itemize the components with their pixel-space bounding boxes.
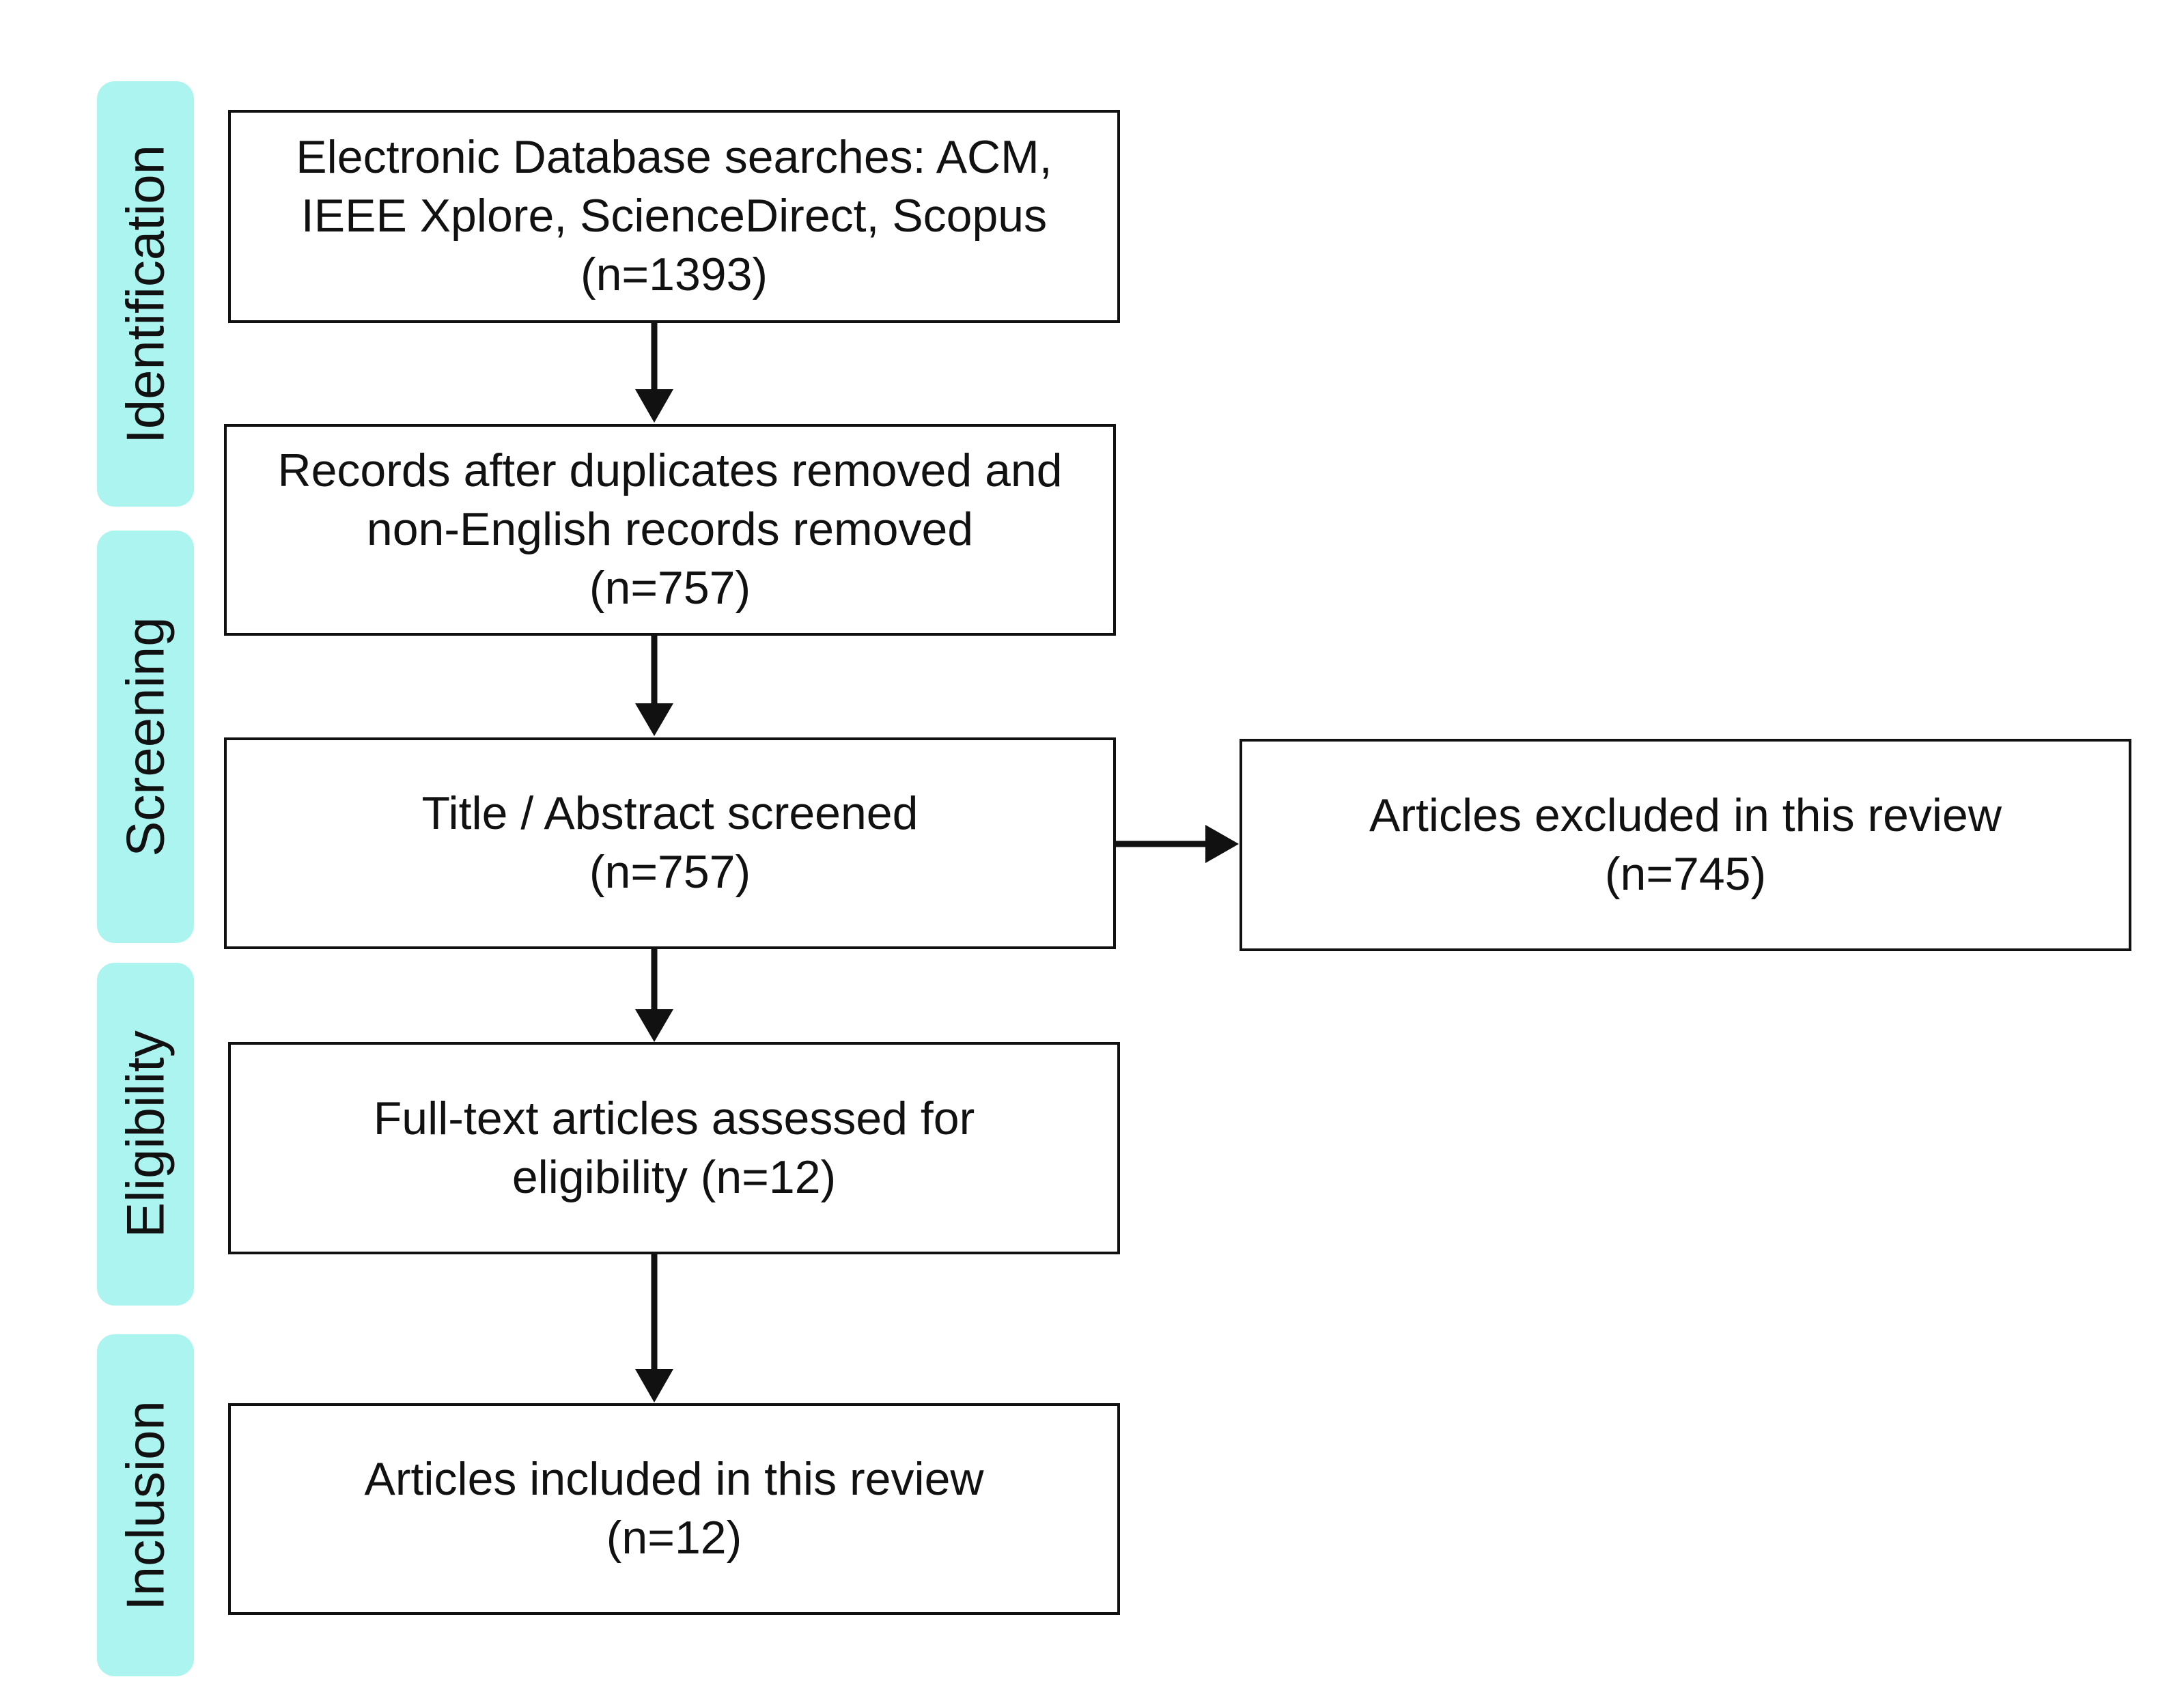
title-abstract-screened-line-1: Title / Abstract screened xyxy=(421,787,919,840)
full-text-assessed-line-1: Full-text articles assessed for xyxy=(373,1092,975,1144)
articles-excluded-box: Articles excluded in this review (n=745) xyxy=(1240,739,2131,951)
arrow-screen-to-fulltext-head xyxy=(635,1009,673,1042)
articles-included-line-1: Articles included in this review xyxy=(364,1453,984,1506)
phase-screening: Screening xyxy=(97,531,194,943)
title-abstract-screened-box: Title / Abstract screened (n=757) xyxy=(224,737,1116,949)
arrow-dedup-to-screen-head xyxy=(635,703,673,736)
articles-excluded-count: (n=745) xyxy=(1604,847,1767,900)
arrow-search-to-dedup-head xyxy=(635,389,673,423)
phase-eligibility: Eligibility xyxy=(97,963,194,1306)
articles-included-count: (n=12) xyxy=(606,1512,742,1564)
articles-included-box: Articles included in this review (n=12) xyxy=(228,1403,1120,1615)
articles-excluded-line-1: Articles excluded in this review xyxy=(1369,789,2002,841)
database-search-box: Electronic Database searches: ACM, IEEE … xyxy=(228,110,1120,323)
phase-inclusion: Inclusion xyxy=(97,1334,194,1676)
title-abstract-screened-count: (n=757) xyxy=(589,846,751,898)
duplicates-removed-line-1: Records after duplicates removed and xyxy=(277,445,1063,497)
duplicates-removed-line-2: non-English records removed xyxy=(366,503,974,556)
full-text-assessed-box: Full-text articles assessed for eligibil… xyxy=(228,1042,1120,1254)
full-text-assessed-line-2: eligibility (n=12) xyxy=(512,1151,837,1203)
phase-identification: Identification xyxy=(97,81,194,507)
duplicates-removed-box: Records after duplicates removed and non… xyxy=(224,424,1116,636)
database-search-line-1: Electronic Database searches: ACM, xyxy=(296,131,1052,184)
database-search-line-2: IEEE Xplore, ScienceDirect, Scopus xyxy=(300,190,1048,242)
arrow-screen-to-excluded-head xyxy=(1205,825,1239,863)
duplicates-removed-count: (n=757) xyxy=(589,561,751,614)
arrow-fulltext-to-included-head xyxy=(635,1369,673,1403)
database-search-count: (n=1393) xyxy=(580,248,768,300)
